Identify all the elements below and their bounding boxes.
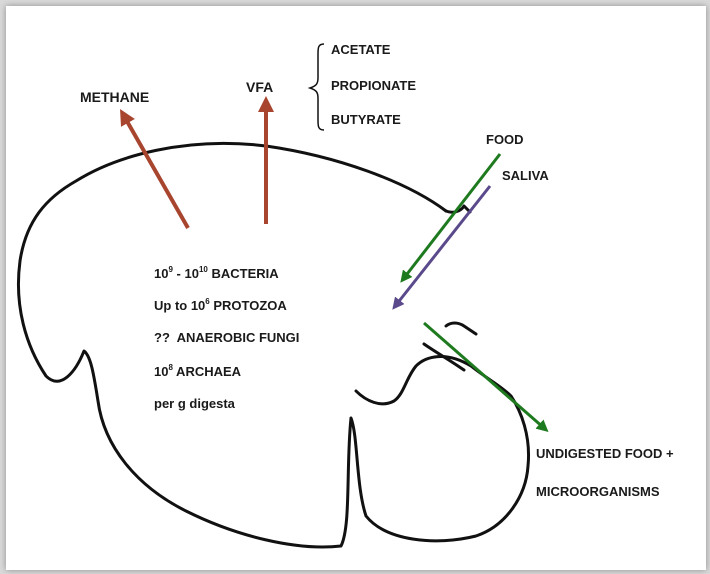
fungi-line: ?? ANAEROBIC FUNGI <box>154 330 299 345</box>
archaea-base: 10 <box>154 364 168 379</box>
methane-arrow <box>124 116 188 228</box>
methane-label: METHANE <box>80 89 149 105</box>
propionate-label: PROPIONATE <box>331 78 416 93</box>
food-label: FOOD <box>486 132 524 147</box>
omasum-fold-upper <box>446 323 476 334</box>
vfa-brace <box>310 44 324 130</box>
bacteria-base1: 10 <box>154 266 168 281</box>
saliva-arrow <box>396 186 490 305</box>
butyrate-label: BUTYRATE <box>331 112 401 127</box>
exit-arrow <box>424 323 544 428</box>
protozoa-prefix: Up to 10 <box>154 298 205 313</box>
archaea-line: 108 ARCHAEA <box>154 363 242 379</box>
food-arrow <box>404 154 500 278</box>
undigested-label-line2: MICROORGANISMS <box>536 484 660 499</box>
acetate-label: ACETATE <box>331 42 391 57</box>
bacteria-label: BACTERIA <box>208 266 279 281</box>
protozoa-line: Up to 106 PROTOZOA <box>154 297 287 313</box>
undigested-label-line1: UNDIGESTED FOOD + <box>536 446 674 461</box>
rumen-body-outline <box>18 143 528 547</box>
diagram-frame: METHANE VFA ACETATE PROPIONATE BUTYRATE … <box>6 6 706 570</box>
rumen-outline <box>18 143 528 547</box>
archaea-label: ARCHAEA <box>173 364 242 379</box>
saliva-label: SALIVA <box>502 168 549 183</box>
rumen-diagram: METHANE VFA ACETATE PROPIONATE BUTYRATE … <box>6 6 706 570</box>
bacteria-line: 109 - 1010 BACTERIA <box>154 265 279 281</box>
bacteria-dash: - <box>173 266 185 281</box>
protozoa-label: PROTOZOA <box>210 298 288 313</box>
vfa-label: VFA <box>246 79 273 95</box>
rumen-contents: 109 - 1010 BACTERIA Up to 106 PROTOZOA ?… <box>154 265 299 411</box>
bacteria-base2: 10 <box>184 266 198 281</box>
per-gram-line: per g digesta <box>154 396 236 411</box>
